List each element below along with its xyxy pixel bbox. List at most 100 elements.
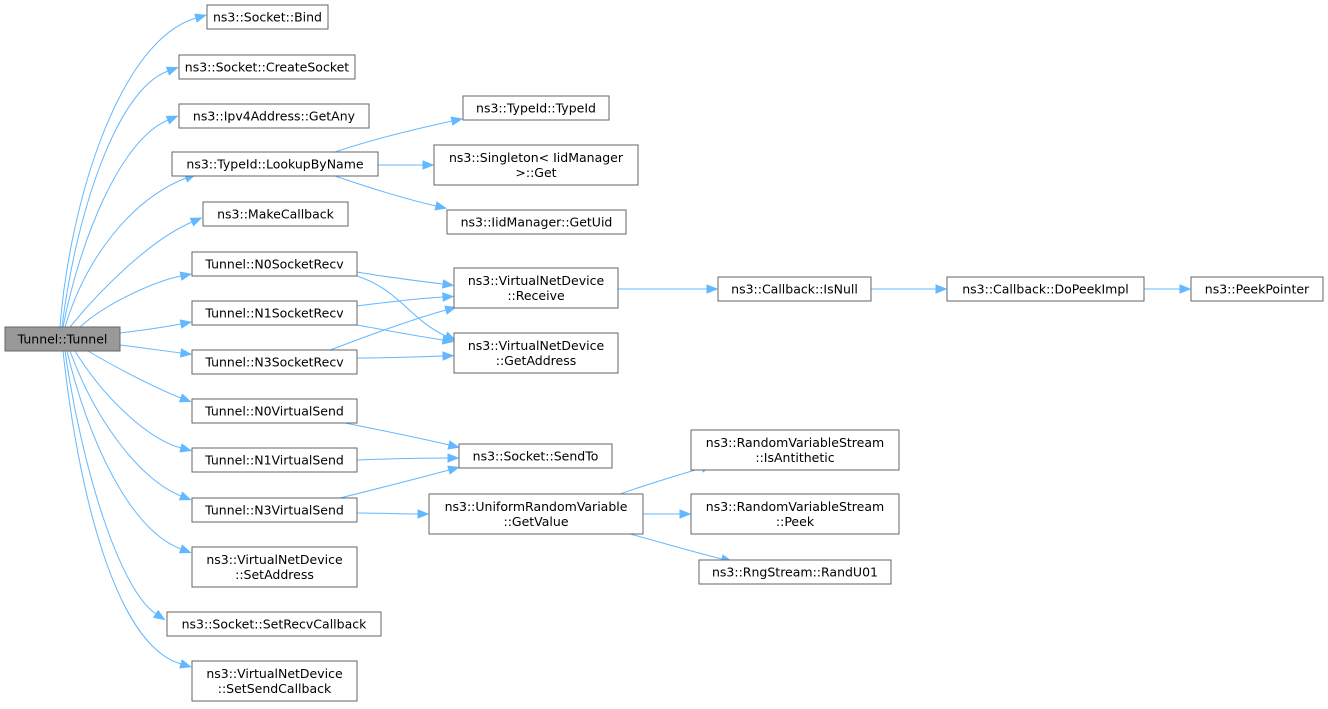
node-isantithetic[interactable]: ns3::RandomVariableStream::IsAntithetic <box>690 429 900 471</box>
edge-line <box>66 350 182 550</box>
node-n1socketrecv[interactable]: Tunnel::N1SocketRecv <box>191 300 358 326</box>
node-label: Tunnel::N0VirtualSend <box>204 404 344 419</box>
node-label: ns3::VirtualNetDevice <box>206 552 343 567</box>
edge-root-to-createsocket <box>61 66 179 328</box>
edge-n3socketrecv-to-getaddress <box>356 351 455 361</box>
node-box <box>462 95 610 121</box>
arrowhead-icon <box>706 284 719 294</box>
edge-line <box>629 533 723 560</box>
node-receive[interactable]: ns3::VirtualNetDevice::Receive <box>453 267 619 309</box>
node-singletonget[interactable]: ns3::Singleton< IidManager>::Get <box>433 144 639 186</box>
node-randu01[interactable]: ns3::RngStream::RandU01 <box>698 559 892 585</box>
edge-lookupbyname-to-typeid <box>334 116 464 153</box>
node-n0virtualsend[interactable]: Tunnel::N0VirtualSend <box>191 398 358 424</box>
edge-root-to-setsendcallback <box>62 350 192 669</box>
edge-n3virtualsend-to-getvalue <box>356 509 430 519</box>
edge-root-to-n0socketrecv <box>79 271 193 328</box>
edge-isnull-to-dopeekimpl <box>871 284 948 294</box>
node-box <box>191 251 358 277</box>
arrowhead-icon <box>450 116 464 126</box>
edge-getvalue-to-randu01 <box>629 533 734 564</box>
node-box <box>690 493 900 535</box>
node-label: ns3::PeekPointer <box>1205 282 1310 297</box>
node-box <box>178 54 356 80</box>
node-createsocket[interactable]: ns3::Socket::CreateSocket <box>178 54 356 80</box>
edge-line <box>344 422 450 446</box>
node-label: ::Peek <box>776 514 815 529</box>
arrowhead-icon <box>178 544 192 554</box>
arrowhead-icon <box>442 292 455 302</box>
edge-root-to-setrecvcallback <box>64 350 166 621</box>
node-label: Tunnel::N3VirtualSend <box>204 503 344 518</box>
edge-lookupbyname-to-singletonget <box>378 160 435 170</box>
node-box <box>698 559 892 585</box>
node-getaddress[interactable]: ns3::VirtualNetDevice::GetAddress <box>453 332 619 374</box>
node-n0socketrecv[interactable]: Tunnel::N0SocketRecv <box>191 251 358 277</box>
edge-line <box>69 221 193 328</box>
node-box <box>453 332 619 374</box>
edge-root-to-bind <box>59 13 207 328</box>
node-box <box>178 103 370 129</box>
edge-line <box>64 350 157 615</box>
edge-line <box>329 309 447 351</box>
edge-n1virtualsend-to-sendto <box>356 453 460 463</box>
node-makecallback[interactable]: ns3::MakeCallback <box>202 201 349 227</box>
arrowhead-icon <box>178 491 192 501</box>
edge-root-to-getany <box>62 115 179 328</box>
node-n1virtualsend[interactable]: Tunnel::N1VirtualSend <box>191 447 358 473</box>
arrowhead-icon <box>189 217 203 227</box>
node-label: ns3::RandomVariableStream <box>706 499 884 514</box>
edge-layer <box>59 13 1192 669</box>
node-label: ns3::TypeId::TypeId <box>476 101 596 116</box>
node-label: Tunnel::N3SocketRecv <box>204 355 344 370</box>
node-peekpointer[interactable]: ns3::PeekPointer <box>1190 276 1324 302</box>
node-box <box>946 276 1145 302</box>
node-label: ns3::Callback::IsNull <box>731 282 858 297</box>
node-box <box>166 611 382 637</box>
arrowhead-icon <box>179 319 193 329</box>
node-getany[interactable]: ns3::Ipv4Address::GetAny <box>178 103 370 129</box>
node-typeid[interactable]: ns3::TypeId::TypeId <box>462 95 610 121</box>
node-lookupbyname[interactable]: ns3::TypeId::LookupByName <box>171 151 379 177</box>
node-n3socketrecv[interactable]: Tunnel::N3SocketRecv <box>191 349 358 375</box>
arrowhead-icon <box>1179 284 1192 294</box>
node-n3virtualsend[interactable]: Tunnel::N3VirtualSend <box>191 497 358 523</box>
node-label: ns3::VirtualNetDevice <box>468 338 605 353</box>
node-peek[interactable]: ns3::RandomVariableStream::Peek <box>690 493 900 535</box>
node-label: ns3::IidManager::GetUid <box>461 215 613 230</box>
node-box <box>191 447 358 473</box>
node-setsendcallback[interactable]: ns3::VirtualNetDevice::SetSendCallback <box>191 660 358 702</box>
edge-root-to-n1socketrecv <box>119 319 193 334</box>
node-sendto[interactable]: ns3::Socket::SendTo <box>458 443 613 469</box>
node-label: ns3::Ipv4Address::GetAny <box>193 109 356 124</box>
edge-n3socketrecv-to-receive <box>329 305 457 351</box>
node-setrecvcallback[interactable]: ns3::Socket::SetRecvCallback <box>166 611 382 637</box>
node-label: ::GetValue <box>503 514 568 529</box>
edge-line <box>59 17 197 328</box>
arrowhead-icon <box>444 305 457 315</box>
node-setaddress[interactable]: ns3::VirtualNetDevice::SetAddress <box>191 546 358 588</box>
arrowhead-icon <box>422 160 435 170</box>
node-getuid[interactable]: ns3::IidManager::GetUid <box>446 209 627 235</box>
arrowhead-icon <box>179 659 192 669</box>
edge-line <box>356 457 449 461</box>
edge-line <box>339 469 450 499</box>
node-box <box>191 300 358 326</box>
edge-line <box>356 271 444 285</box>
node-getvalue[interactable]: ns3::UniformRandomVariable::GetValue <box>428 493 644 535</box>
node-box <box>191 546 358 588</box>
node-root[interactable]: Tunnel::Tunnel <box>4 326 121 352</box>
node-label: ns3::UniformRandomVariable <box>445 499 628 514</box>
edge-line <box>119 344 182 354</box>
node-label: ns3::Singleton< IidManager <box>449 150 624 165</box>
node-label: ns3::VirtualNetDevice <box>206 666 343 681</box>
arrowhead-icon <box>447 453 460 463</box>
arrowhead-icon <box>441 335 455 345</box>
node-bind[interactable]: ns3::Socket::Bind <box>206 4 329 30</box>
node-dopeekimpl[interactable]: ns3::Callback::DoPeekImpl <box>946 276 1145 302</box>
node-label: ns3::Socket::SetRecvCallback <box>182 617 367 632</box>
node-layer: Tunnel::Tunnel ns3::Socket::Bindns3::Sock… <box>4 4 1324 702</box>
edge-receive-to-isnull <box>618 284 719 294</box>
node-box <box>453 267 619 309</box>
node-isnull[interactable]: ns3::Callback::IsNull <box>717 276 872 302</box>
